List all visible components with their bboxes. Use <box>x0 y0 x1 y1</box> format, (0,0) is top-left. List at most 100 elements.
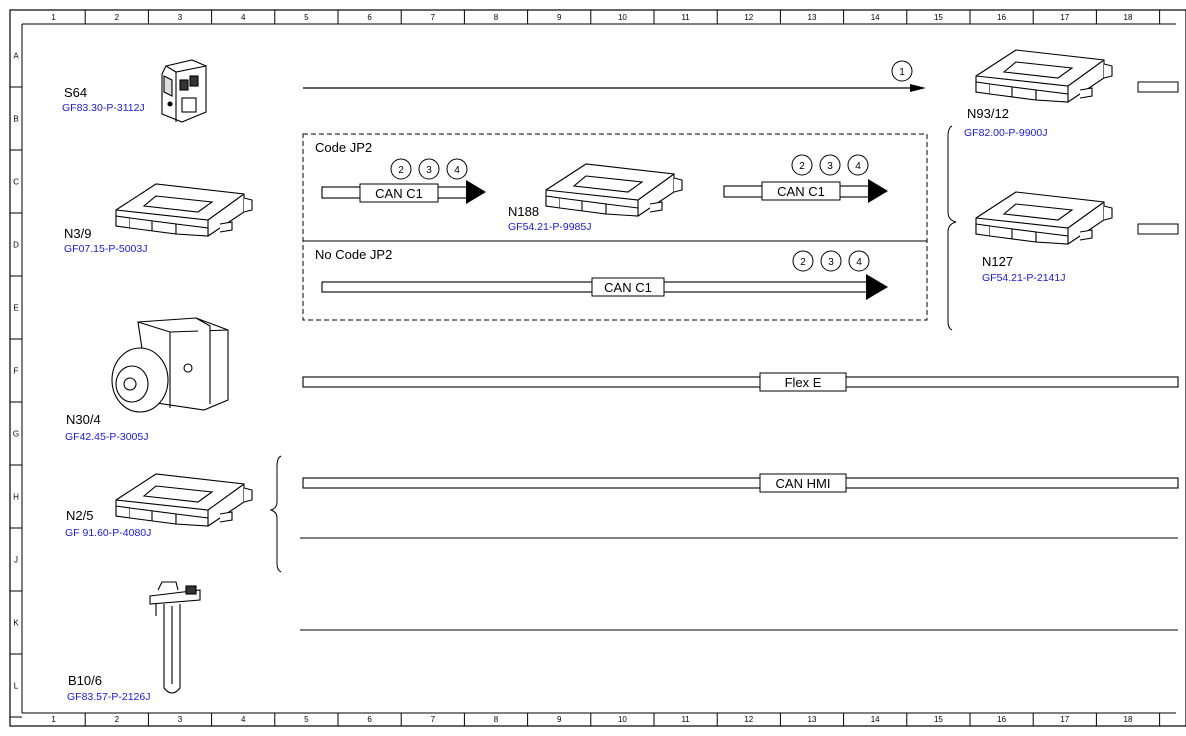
control-unit-icon <box>545 163 683 217</box>
column-label: 14 <box>871 715 880 724</box>
column-label: 17 <box>1060 715 1069 724</box>
bracket-left <box>269 455 282 573</box>
column-label: 6 <box>367 13 372 22</box>
column-label: 2 <box>115 715 120 724</box>
row-label: F <box>14 367 19 376</box>
bus-label: Flex E <box>785 375 822 390</box>
column-label: 15 <box>934 715 943 724</box>
marker-label: 2 <box>799 161 805 172</box>
column-label: 14 <box>871 13 880 22</box>
column-label: 1 <box>51 715 56 724</box>
component-ref-link[interactable]: GF 91.60-P-4080J <box>65 527 151 539</box>
can-hmi-bus <box>302 477 1179 489</box>
signal-line-1-arrow <box>910 84 926 92</box>
column-label: 10 <box>618 13 627 22</box>
temperature-sensor-icon <box>149 581 201 694</box>
component-ref-link[interactable]: GF83.30-P-3112J <box>62 102 145 114</box>
marker-circle <box>390 158 412 180</box>
group-label-no-code: No Code JP2 <box>315 247 392 262</box>
component-ref-link[interactable]: GF83.57-P-2126J <box>67 691 150 703</box>
column-label: 10 <box>618 715 627 724</box>
column-label: 13 <box>808 715 817 724</box>
component-ref-link[interactable]: GF42.45-P-3005J <box>65 431 148 443</box>
bus-label-box <box>759 372 847 392</box>
marker-label: 4 <box>855 161 861 172</box>
marker-circle <box>820 250 842 272</box>
component-code: N188 <box>508 204 539 219</box>
column-label: 13 <box>808 13 817 22</box>
bus-label-box <box>759 473 847 493</box>
bus-label: CAN C1 <box>604 280 652 295</box>
component-ref-link[interactable]: GF54.21-P-2141J <box>982 272 1065 284</box>
component-code: B10/6 <box>68 673 102 688</box>
component-ref-link[interactable]: GF54.21-P-9985J <box>508 221 591 233</box>
can-c1-arrow <box>466 180 486 204</box>
column-label: 3 <box>178 715 183 724</box>
outer-border <box>9 9 1186 727</box>
row-label: J <box>14 556 18 565</box>
marker-label: 2 <box>800 257 806 268</box>
component-code: N93/12 <box>967 106 1009 121</box>
marker-label: 4 <box>856 257 862 268</box>
row-label: H <box>13 493 19 502</box>
row-label: G <box>13 430 19 439</box>
marker-label: 2 <box>398 165 404 176</box>
marker-circle <box>847 154 869 176</box>
column-label: 15 <box>934 13 943 22</box>
component-ref-link[interactable]: GF07.15-P-5003J <box>64 243 147 255</box>
flex-e-bus <box>302 376 1179 388</box>
bus-label: CAN HMI <box>776 476 831 491</box>
bus-stub <box>1137 81 1179 93</box>
column-label: 4 <box>241 715 246 724</box>
marker-label: 3 <box>828 257 834 268</box>
column-label: 12 <box>744 715 753 724</box>
esp-hydraulic-unit-icon <box>111 317 229 413</box>
row-label: K <box>13 619 19 628</box>
bus-label-box <box>761 181 841 201</box>
column-label: 9 <box>557 13 562 22</box>
group-label-code: Code JP2 <box>315 140 372 155</box>
column-label: 16 <box>997 13 1006 22</box>
column-label: 17 <box>1060 13 1069 22</box>
bus-label: CAN C1 <box>375 186 423 201</box>
column-label: 5 <box>304 13 309 22</box>
can-c1-arrow <box>866 274 888 300</box>
can-c1-arrow <box>868 179 888 203</box>
column-label: 16 <box>997 715 1006 724</box>
bus-stub <box>1137 223 1179 235</box>
row-label: E <box>13 304 18 313</box>
marker-circle <box>446 158 468 180</box>
marker-circle <box>891 60 913 82</box>
column-label: 7 <box>431 13 436 22</box>
bus-label-box <box>591 277 665 297</box>
bus-label-box <box>359 183 439 203</box>
control-unit-icon <box>115 473 253 527</box>
row-label: C <box>13 178 19 187</box>
row-label: D <box>13 241 19 250</box>
component-ref-link[interactable]: GF82.00-P-9900J <box>964 127 1047 139</box>
column-label: 2 <box>115 13 120 22</box>
control-unit-icon <box>975 49 1113 103</box>
row-label: B <box>13 115 18 124</box>
row-label: L <box>14 682 19 691</box>
marker-circle <box>791 154 813 176</box>
column-label: 12 <box>744 13 753 22</box>
bracket-right <box>947 125 957 331</box>
column-label: 4 <box>241 13 246 22</box>
switch-icon <box>161 59 207 123</box>
marker-circle <box>848 250 870 272</box>
code-group-box <box>302 133 928 321</box>
component-code: N3/9 <box>64 226 91 241</box>
marker-label: 3 <box>426 165 432 176</box>
component-code: N30/4 <box>66 412 101 427</box>
row-label: A <box>13 52 19 61</box>
marker-circle <box>819 154 841 176</box>
marker-label: 1 <box>899 67 905 78</box>
marker-circle <box>418 158 440 180</box>
column-label: 18 <box>1124 715 1133 724</box>
column-label: 1 <box>51 13 56 22</box>
column-label: 11 <box>681 715 690 724</box>
control-unit-icon <box>975 191 1113 245</box>
column-label: 5 <box>304 715 309 724</box>
